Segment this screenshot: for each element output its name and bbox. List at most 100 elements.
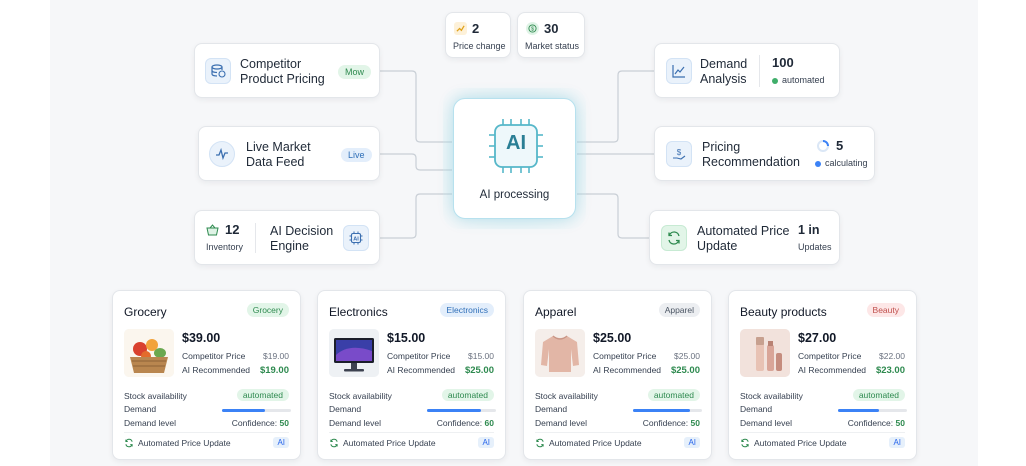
node-pricing-recommendation[interactable]: $ Pricing Recommendation 5 calculating	[654, 126, 875, 181]
node-competitor-pricing[interactable]: Competitor Product Pricing Mow	[194, 43, 380, 98]
divider	[535, 432, 700, 433]
divider	[255, 223, 256, 253]
demand-bar	[222, 409, 291, 412]
product-name: Grocery	[124, 305, 167, 319]
product-price: $27.00	[798, 331, 837, 345]
automated-badge: automated	[852, 389, 905, 401]
ai-processing-node[interactable]: AI AI processing	[453, 98, 576, 219]
status-dot	[772, 77, 778, 84]
product-card-grocery[interactable]: Grocery Grocery $39.00 Competitor Price$…	[112, 290, 301, 460]
status-dot	[815, 160, 821, 167]
stat-price-change[interactable]: 2 Price change	[445, 12, 511, 58]
cosmetics-image	[740, 329, 790, 377]
ai-badge: AI	[273, 437, 289, 448]
product-price: $15.00	[387, 331, 426, 345]
demand-level-label: Demand level	[535, 418, 587, 428]
update-status: Updates	[798, 242, 832, 252]
competitor-price-row: Competitor Price$19.00	[182, 351, 289, 361]
automated-price-update-link[interactable]: Automated Price Update	[740, 438, 847, 448]
vegetables-basket-image	[124, 329, 174, 377]
refresh-icon	[661, 225, 687, 251]
product-card-apparel[interactable]: Apparel Apparel $25.00 Competitor Price$…	[523, 290, 712, 460]
automated-price-update-link[interactable]: Automated Price Update	[535, 438, 642, 448]
node-automated-price-update[interactable]: Automated Price Update 1 in Updates	[649, 210, 840, 265]
node-title: Demand Analysis	[700, 57, 748, 86]
update-value: 1 in	[798, 223, 820, 237]
svg-text:$: $	[677, 148, 682, 157]
node-demand-analysis[interactable]: Demand Analysis 100 automated	[654, 43, 840, 98]
product-price: $25.00	[593, 331, 632, 345]
category-badge: Electronics	[440, 303, 494, 317]
demand-bar-fill	[838, 409, 880, 412]
stock-label: Stock availability	[535, 391, 598, 401]
demand-bar	[838, 409, 907, 412]
ai-chip-icon: AI	[343, 225, 369, 251]
automated-badge: automated	[441, 389, 494, 401]
demand-level-label: Demand level	[124, 418, 176, 428]
stat-label: Market status	[525, 41, 580, 51]
spinner-icon	[817, 140, 829, 152]
product-name: Electronics	[329, 305, 388, 319]
ai-chip-icon	[489, 119, 543, 173]
node-live-market-feed[interactable]: Live Market Data Feed Live	[198, 126, 380, 181]
competitor-price-row: Competitor Price$15.00	[387, 351, 494, 361]
product-name: Beauty products	[740, 305, 827, 319]
dollar-circle-icon: $	[526, 22, 539, 35]
ai-chip-label: AI	[506, 132, 526, 154]
node-title: AI Decision Engine	[270, 224, 334, 253]
connector-market-feed	[380, 153, 452, 171]
product-card-beauty-products[interactable]: Beauty products Beauty $27.00 Competitor…	[728, 290, 917, 460]
demand-label: Demand	[124, 404, 157, 414]
demand-status: automated	[772, 75, 825, 85]
node-ai-decision-engine[interactable]: 12 Inventory AI Decision Engine AI	[194, 210, 380, 265]
demand-bar	[427, 409, 496, 412]
category-badge: Apparel	[658, 303, 700, 317]
ai-recommended-row: AI Recommended$25.00	[593, 365, 700, 376]
stat-market-status[interactable]: $ 30 Market status	[517, 12, 585, 58]
pricing-status: calculating	[815, 158, 868, 168]
competitor-price-row: Competitor Price$25.00	[593, 351, 700, 361]
confidence: Confidence: 50	[231, 418, 289, 428]
node-title: Automated Price Update	[697, 224, 790, 253]
automated-price-update-link[interactable]: Automated Price Update	[329, 438, 436, 448]
divider	[759, 55, 760, 87]
demand-label: Demand	[329, 404, 362, 414]
demand-bar-fill	[633, 409, 690, 412]
demand-level-label: Demand level	[740, 418, 792, 428]
demand-label: Demand	[740, 404, 773, 414]
inventory-count: 12	[225, 222, 240, 237]
connector-decision	[380, 193, 452, 239]
connector-lines	[380, 70, 654, 239]
stat-value: 2	[472, 21, 480, 36]
product-price: $39.00	[182, 331, 221, 345]
connector-competitor	[380, 70, 452, 143]
ai-badge: AI	[684, 437, 700, 448]
node-title: Live Market Data Feed	[246, 140, 311, 169]
svg-text:AI: AI	[353, 236, 359, 242]
trend-up-icon	[454, 22, 467, 35]
stock-label: Stock availability	[124, 391, 187, 401]
demand-value: 100	[772, 55, 794, 70]
node-title: Pricing Recommendation	[702, 140, 800, 169]
connector-update	[577, 193, 654, 239]
ai-recommended-row: AI Recommended$23.00	[798, 365, 905, 376]
basket-icon	[206, 224, 219, 236]
pulse-icon	[209, 141, 235, 167]
refresh-icon	[330, 438, 338, 448]
demand-level-label: Demand level	[329, 418, 381, 428]
inventory-label: Inventory	[206, 242, 244, 252]
monitor-image	[329, 329, 379, 377]
database-dollar-icon	[205, 58, 231, 84]
demand-bar-fill	[427, 409, 481, 412]
product-card-electronics[interactable]: Electronics Electronics $15.00 Competito…	[317, 290, 506, 460]
ai-recommended-row: AI Recommended$25.00	[387, 365, 494, 376]
stat-value: 30	[544, 21, 559, 36]
stat-label: Price change	[453, 41, 506, 51]
automated-price-update-link[interactable]: Automated Price Update	[124, 438, 231, 448]
sweater-image	[535, 329, 585, 377]
pricing-value: 5	[836, 138, 844, 153]
ai-badge: AI	[478, 437, 494, 448]
competitor-price-row: Competitor Price$22.00	[798, 351, 905, 361]
node-title: Competitor Product Pricing	[240, 57, 325, 86]
status-badge: Live	[341, 148, 372, 162]
